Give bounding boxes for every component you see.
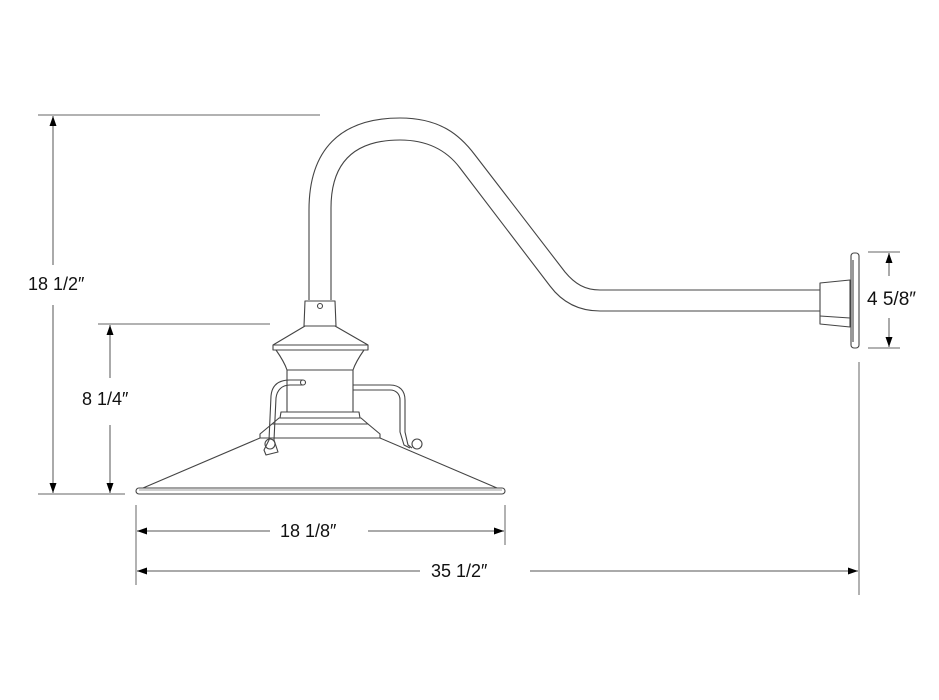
shade-cap	[272, 325, 369, 351]
shade-rim	[135, 487, 506, 495]
base-ring-1	[279, 411, 361, 419]
shade-neck	[275, 349, 365, 371]
right-bracket	[353, 384, 413, 449]
gooseneck-arm-outer	[308, 117, 820, 300]
base-ring-2	[271, 417, 369, 425]
wall-canopy	[819, 279, 851, 328]
arm-coupler	[303, 300, 337, 327]
base-ring-3	[259, 423, 381, 439]
left-bracket	[263, 379, 303, 456]
overall-height-label: 18 1/2″	[28, 274, 85, 294]
extension-lines	[38, 114, 900, 595]
gooseneck-arm-inner	[330, 139, 820, 312]
shade-height-label: 8 1/4″	[82, 389, 129, 409]
dimension-lines	[49, 116, 893, 575]
shade-width-label: 18 1/8″	[280, 521, 337, 541]
fixture-outline	[135, 117, 860, 495]
backplate-height-label: 4 5/8″	[867, 289, 916, 310]
shade-cone	[142, 437, 498, 489]
socket-body	[286, 369, 354, 413]
backplate	[850, 252, 860, 349]
projection-label: 35 1/2″	[431, 561, 488, 581]
